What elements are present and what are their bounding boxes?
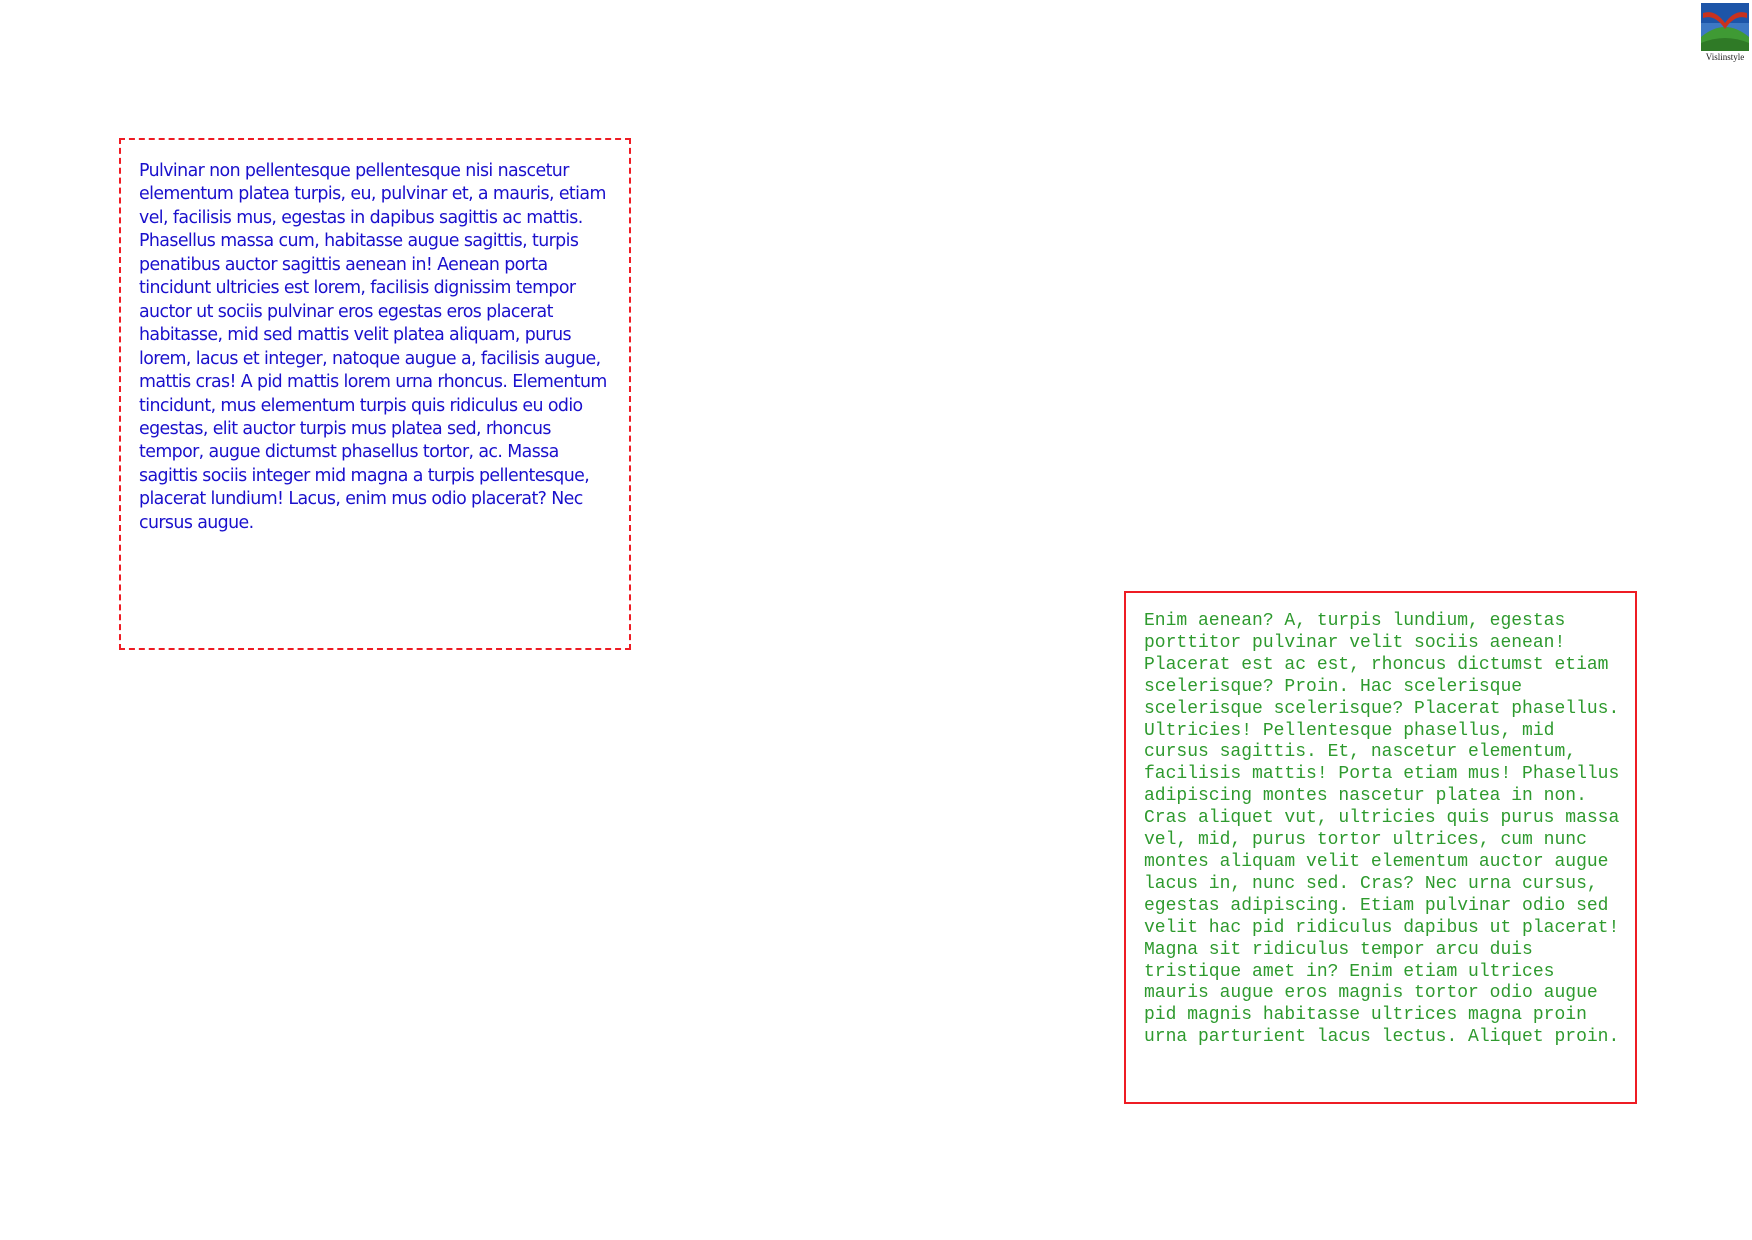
- logo: Vislinstyle: [1700, 3, 1750, 65]
- solid-text-box: Enim aenean? A, turpis lundium, egestas …: [1124, 591, 1637, 1104]
- dashed-text-box: Pulvinar non pellentesque pellentesque n…: [119, 138, 631, 650]
- dashed-box-paragraph: Pulvinar non pellentesque pellentesque n…: [139, 161, 607, 533]
- solid-box-paragraph: Enim aenean? A, turpis lundium, egestas …: [1144, 611, 1620, 1048]
- logo-text: Vislinstyle: [1705, 52, 1745, 62]
- logo-mountain-icon: [1701, 3, 1749, 51]
